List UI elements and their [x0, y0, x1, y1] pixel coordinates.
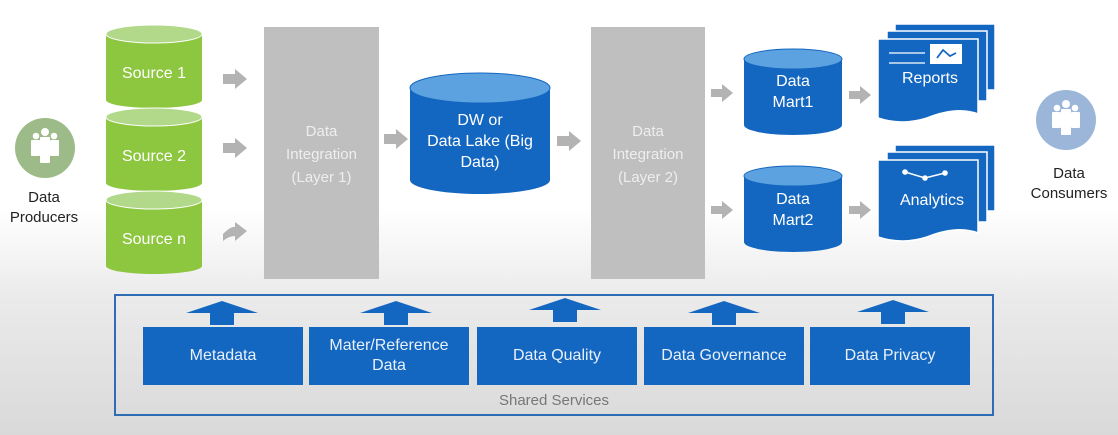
- service-label-line2: Data: [372, 357, 406, 374]
- line-chart-icon: [930, 44, 962, 64]
- mart1-line2: Mart1: [772, 94, 814, 111]
- mart2-line1: Data: [776, 191, 810, 208]
- warehouse-line3: Data): [460, 154, 500, 171]
- arrow-right-icon: [223, 69, 247, 89]
- data-consumers: Data Consumers: [1020, 84, 1118, 214]
- consumers-label-line2: Consumers: [1030, 185, 1108, 202]
- service-data-governance: Data Governance: [644, 327, 804, 385]
- shared-services-title: Shared Services: [498, 392, 610, 409]
- arrow-right-icon: [711, 84, 733, 102]
- source-1-label: Source 1: [121, 65, 187, 82]
- node-graph-icon: [902, 169, 948, 181]
- service-master-reference-data: Mater/Reference Data: [309, 327, 469, 385]
- arrow-right-icon: [223, 138, 247, 158]
- integration1-line1: Data: [305, 123, 338, 140]
- source-1-cylinder: [105, 24, 203, 108]
- integration1-line2: Integration: [286, 146, 357, 163]
- arrow-right-icon: [849, 86, 871, 104]
- arrow-up-icon: [186, 301, 258, 325]
- integration2-line1: Data: [632, 123, 664, 140]
- data-integration-layer2: Data Integration (Layer 2): [591, 27, 705, 279]
- analytics-label: Analytics: [899, 192, 965, 209]
- arrow-up-right-icon: [223, 222, 247, 241]
- data-integration-layer1: Data Integration (Layer 1): [264, 27, 379, 279]
- mart1-line1: Data: [776, 73, 810, 90]
- integration1-line3: (Layer 1): [291, 169, 352, 186]
- reports-document-stack: [877, 23, 996, 123]
- service-label: Data Privacy: [844, 347, 936, 364]
- service-data-privacy: Data Privacy: [810, 327, 970, 385]
- source-cylinders: [105, 24, 203, 274]
- warehouse-line1: DW or: [457, 112, 503, 129]
- analytics-document-stack: [877, 144, 996, 242]
- source-n-cylinder: [105, 190, 203, 274]
- data-mart2-label: Data Mart2: [743, 189, 843, 231]
- service-label: Data Quality: [512, 347, 602, 364]
- mart2-line2: Mart2: [772, 212, 814, 229]
- arrow-right-icon: [711, 201, 733, 219]
- data-mart1-cylinder: [743, 48, 843, 135]
- producers-label-line1: Data: [28, 189, 60, 206]
- data-producers: Data Producers: [4, 110, 84, 230]
- arrow-right-icon: [557, 131, 581, 151]
- shared-services-container: [114, 294, 994, 416]
- integration2-line3: (Layer 2): [617, 169, 679, 186]
- data-warehouse-cylinder: [409, 72, 551, 194]
- integration2-line2: Integration: [612, 146, 684, 163]
- arrow-up-icon: [857, 300, 929, 324]
- arrow-right-icon: [384, 129, 408, 149]
- arrow-up-icon: [688, 301, 760, 325]
- people-group-icon: [15, 118, 75, 178]
- consumers-label-line1: Data: [1053, 165, 1085, 182]
- producers-label-line2: Producers: [9, 209, 79, 226]
- service-label: Data Governance: [661, 347, 787, 364]
- arrow-up-icon: [360, 301, 432, 325]
- arrow-up-icon: [529, 298, 601, 322]
- service-label: Metadata: [189, 347, 257, 364]
- data-warehouse-label: DW or Data Lake (Big Data): [410, 110, 550, 173]
- people-group-icon: [1036, 90, 1096, 150]
- service-label: Mater/Reference: [329, 337, 449, 354]
- warehouse-line2: Data Lake (Big: [427, 133, 533, 150]
- data-mart1-label: Data Mart1: [743, 71, 843, 113]
- data-mart2-cylinder: [743, 165, 843, 252]
- service-metadata: Metadata: [143, 327, 303, 385]
- source-2-label: Source 2: [121, 148, 187, 165]
- reports-label: Reports: [901, 70, 959, 87]
- arrow-right-icon: [849, 201, 871, 219]
- source-2-cylinder: [105, 107, 203, 191]
- service-data-quality: Data Quality: [477, 327, 637, 385]
- source-n-label: Source n: [121, 231, 187, 248]
